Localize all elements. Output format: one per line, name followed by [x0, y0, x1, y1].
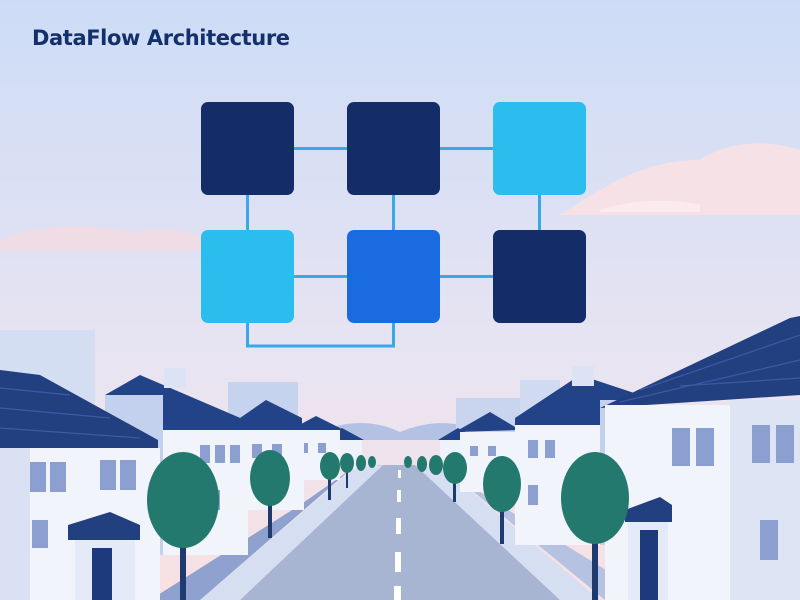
- diagram-node-n6: [493, 230, 586, 323]
- diagram-node-n4: [201, 230, 294, 323]
- trees: [147, 450, 629, 600]
- street: [150, 465, 655, 600]
- diagram-node-n5: [347, 230, 440, 323]
- diagram-node-n3: [493, 102, 586, 195]
- clouds: [0, 143, 800, 250]
- left-houses: [0, 368, 364, 600]
- page-title: DataFlow Architecture: [32, 26, 290, 50]
- diagram-nodes: [201, 102, 586, 323]
- connector-n4-n5-below: [246, 323, 395, 348]
- diagram-node-n1: [201, 102, 294, 195]
- architecture-diagram: [201, 102, 586, 348]
- diagram-node-n2: [347, 102, 440, 195]
